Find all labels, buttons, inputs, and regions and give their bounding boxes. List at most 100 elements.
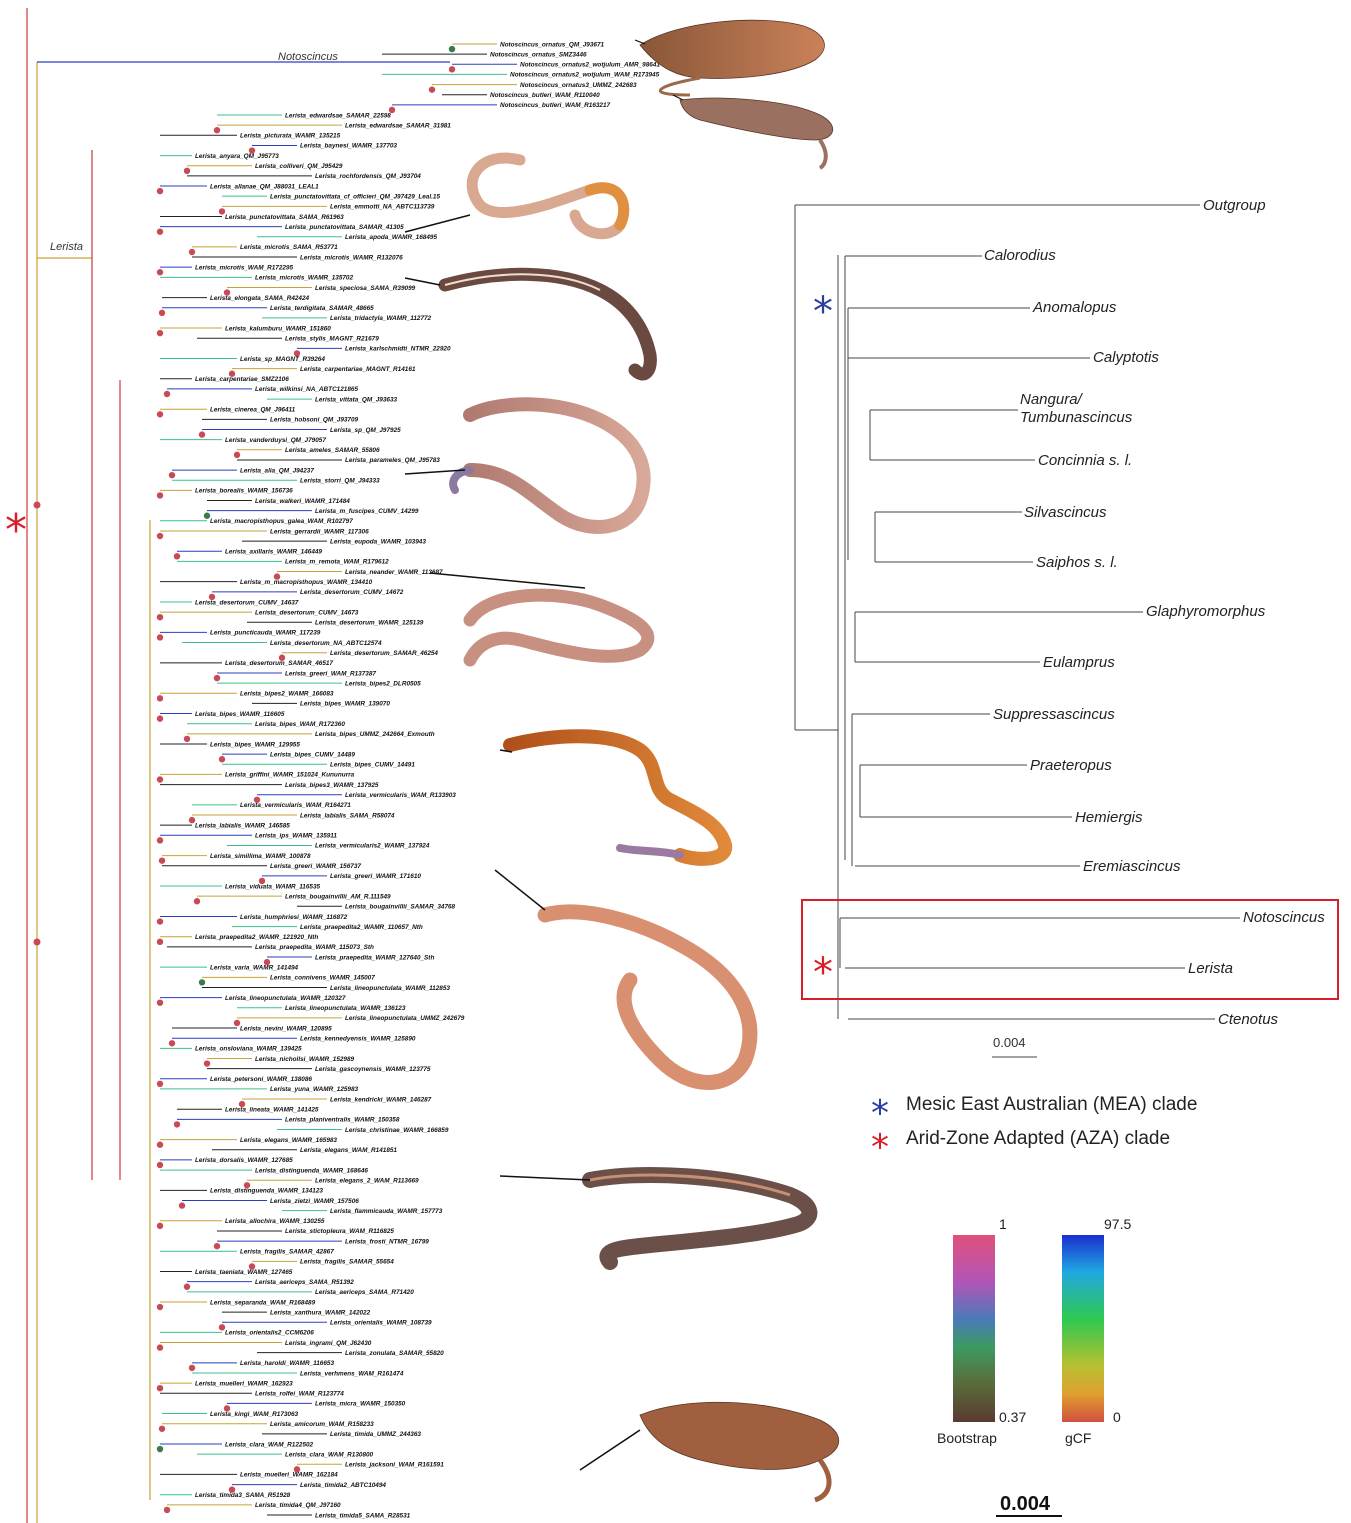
tip-label: Lerista_ingrami_QM_J62430 bbox=[285, 1340, 372, 1347]
tip-label: Lerista_flammicauda_WAMR_157773 bbox=[330, 1208, 443, 1215]
rt-tip-saiphos: Saiphos s. l. bbox=[1036, 554, 1118, 571]
tip-label: Lerista_jacksoni_WAM_R161591 bbox=[345, 1462, 444, 1469]
tree-node bbox=[157, 695, 163, 701]
tip-label: Lerista_lineopunctulata_WAMR_136123 bbox=[285, 1005, 406, 1012]
bootstrap-max: 1 bbox=[999, 1216, 1007, 1232]
tip-label: Lerista_vermicularis_WAM_R133903 bbox=[345, 792, 456, 799]
bootstrap-label: Bootstrap bbox=[937, 1430, 997, 1446]
tip-label: Lerista_axillaris_WAMR_146449 bbox=[225, 549, 322, 556]
tip-label: Lerista_lineopunctulata_WAMR_120327 bbox=[225, 995, 346, 1002]
lizard-illustration-notoscincus-2 bbox=[673, 95, 833, 168]
tip-label: Lerista_bipes3_WAMR_137925 bbox=[285, 782, 379, 789]
tip-label: Lerista_rolfei_WAM_R123774 bbox=[255, 1391, 344, 1398]
tip-label: Lerista_m_fuscipes_CUMV_14299 bbox=[315, 508, 419, 515]
tip-label: Lerista_karlschmidti_NTMR_22920 bbox=[345, 346, 451, 353]
tip-label: Lerista_vermicularis_WAM_R164271 bbox=[240, 802, 351, 809]
gcf-gradient bbox=[1062, 1235, 1104, 1422]
lizard-illustration-lerista-microtis bbox=[405, 274, 650, 374]
tip-label: Lerista_lineopunctulata_UMMZ_242679 bbox=[345, 1015, 465, 1022]
tip-label: Lerista_taeniata_WAMR_127465 bbox=[195, 1269, 293, 1276]
tree-node bbox=[157, 1142, 163, 1148]
tip-label: Lerista_lineopunctulata_WAMR_112853 bbox=[330, 985, 450, 992]
tip-label: Lerista_desertorum_NA_ABTC12574 bbox=[270, 640, 382, 647]
tip-label: Notoscincus_ornatus2_wotjulum_WAM_R17394… bbox=[510, 72, 660, 79]
tip-label: Lerista_micra_WAMR_150350 bbox=[315, 1401, 406, 1408]
tip-label: Lerista_desertorum_CUMV_14637 bbox=[195, 599, 299, 606]
tip-label: Lerista_microtis_WAMR_135702 bbox=[255, 275, 353, 282]
tip-label: Lerista_alia_QM_J94237 bbox=[240, 467, 314, 474]
tip-label: Lerista_cinerea_QM_J96411 bbox=[210, 407, 296, 414]
tip-label: Lerista_timida3_SAMA_R51928 bbox=[195, 1492, 291, 1499]
tip-label: Lerista_labialis_SAMA_R58074 bbox=[300, 812, 395, 819]
tree-node bbox=[449, 66, 455, 72]
tip-label: Lerista_timida4_QM_J97160 bbox=[255, 1502, 341, 1509]
gcf-min: 0 bbox=[1113, 1409, 1121, 1425]
tip-label: Lerista_desertorum_SAMAR_46517 bbox=[225, 660, 333, 667]
tip-label: Lerista_greeri_WAMR_171610 bbox=[330, 873, 421, 880]
tip-label: Lerista_picturata_WAMR_135215 bbox=[240, 133, 341, 140]
tip-label: Lerista_muelleri_WAMR_162184 bbox=[240, 1472, 338, 1479]
tree-node bbox=[234, 452, 240, 458]
tip-label: Lerista_timida2_ABTC10494 bbox=[300, 1482, 386, 1489]
tip-label: Lerista_onsloviana_WAMR_139425 bbox=[195, 1046, 302, 1053]
rt-tip-calorodius: Calorodius bbox=[984, 247, 1056, 264]
tip-label: Notoscincus_butleri_WAM_R163217 bbox=[500, 102, 611, 109]
tree-node bbox=[157, 614, 163, 620]
tip-label: Lerista_verhmens_WAM_R161474 bbox=[300, 1370, 404, 1377]
tip-label: Lerista_lineata_WAMR_141425 bbox=[225, 1107, 319, 1114]
tip-label: Lerista_colliveri_QM_J95429 bbox=[255, 163, 343, 170]
rt-tip-anomalopus: Anomalopus bbox=[1032, 299, 1117, 316]
tree-node bbox=[159, 857, 165, 863]
lizard-illustration-lerista-jacksoni bbox=[580, 1402, 839, 1500]
tip-label: Lerista_puncticauda_WAMR_117239 bbox=[210, 630, 321, 637]
tree-node bbox=[199, 979, 205, 985]
tip-label: Lerista_sp_MAGNT_R39264 bbox=[240, 356, 325, 363]
tip-label: Lerista_zietzi_WAMR_157506 bbox=[270, 1198, 359, 1205]
tip-label: Lerista_bougainvillii_AM_R.111549 bbox=[285, 893, 391, 900]
tree-node bbox=[214, 127, 220, 133]
tip-label: Lerista_anyara_QM_J95773 bbox=[195, 153, 279, 160]
tip-label: Lerista_microtis_WAMR_R132076 bbox=[300, 254, 403, 261]
tip-label: Lerista_praepedita_WAMR_127640_Sth bbox=[315, 954, 434, 961]
tip-label: Lerista_humphriesi_WAMR_116872 bbox=[240, 914, 348, 921]
clade-label-notoscincus: Notoscincus bbox=[278, 51, 338, 63]
tree-node bbox=[184, 1284, 190, 1290]
tip-label: Lerista_edwardsae_SAMAR_31981 bbox=[345, 122, 451, 129]
tree-node bbox=[189, 1365, 195, 1371]
tip-label: Lerista_ameles_SAMAR_55806 bbox=[285, 447, 380, 454]
tip-label: Lerista_rochfordensis_QM_J93704 bbox=[315, 173, 421, 180]
tip-label: Lerista_desertorum_CUMV_14673 bbox=[255, 609, 359, 616]
tip-label: Lerista_allanae_QM_J88031_LEAL1 bbox=[210, 183, 319, 190]
tip-label: Lerista_terdigitata_SAMAR_48665 bbox=[270, 305, 374, 312]
clade-label-lerista: Lerista bbox=[50, 241, 83, 253]
tree-node bbox=[157, 228, 163, 234]
tip-label: Lerista_praepedita2_WAMR_110657_Nth bbox=[300, 924, 423, 931]
tip-label: Lerista_bipes_CUMV_14491 bbox=[330, 762, 415, 769]
tree-node bbox=[159, 1426, 165, 1432]
tree-node bbox=[199, 431, 205, 437]
tree-node bbox=[157, 1385, 163, 1391]
tip-label: Lerista_bougainvillii_SAMAR_34768 bbox=[345, 904, 456, 911]
left-tree-tips: Notoscincus_ornatus_QM_J93671Notoscincus… bbox=[157, 41, 661, 1519]
tip-label: Lerista_xanthura_WAMR_142022 bbox=[270, 1309, 371, 1316]
tree-node bbox=[194, 898, 200, 904]
tip-label: Lerista_punctatovittata_SAMAR_41305 bbox=[285, 224, 404, 231]
tip-label: Lerista_desertorum_WAMR_125139 bbox=[315, 620, 424, 627]
tip-label: Lerista_bipes_WAMR_116605 bbox=[195, 711, 285, 718]
tip-label: Lerista_distinguenda_WAMR_134123 bbox=[210, 1188, 323, 1195]
tree-node bbox=[157, 634, 163, 640]
rt-tip-notoscincus: Notoscincus bbox=[1243, 909, 1325, 926]
tip-label: Notoscincus_ornatus2_wotjulum_AMR_98641 bbox=[520, 62, 660, 69]
tip-label: Lerista_storri_QM_J94333 bbox=[300, 478, 380, 485]
tree-node bbox=[157, 776, 163, 782]
tip-label: Lerista_clara_WAM_R122502 bbox=[225, 1441, 314, 1448]
tip-label: Lerista_tridactyla_WAMR_112772 bbox=[330, 315, 432, 322]
tip-label: Lerista_walkeri_WAMR_171484 bbox=[255, 498, 350, 505]
tip-label: Lerista_praepedita2_WAMR_121920_Nth bbox=[195, 934, 318, 941]
tree-node bbox=[184, 168, 190, 174]
tip-label: Lerista_neander_WAMR_113687 bbox=[345, 569, 443, 576]
tree-node bbox=[157, 492, 163, 498]
tip-label: Lerista_bipes_WAMR_139070 bbox=[300, 701, 390, 708]
tip-label: Lerista_praepedita_WAMR_115073_Sth bbox=[255, 944, 374, 951]
tip-label: Lerista_gascoynensis_WAMR_123775 bbox=[315, 1066, 431, 1073]
